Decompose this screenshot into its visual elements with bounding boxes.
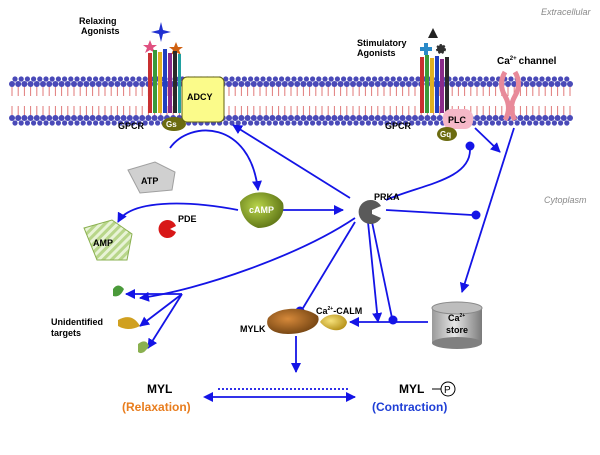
adcy-enzyme bbox=[181, 76, 225, 123]
edge-prka-inhibits-store bbox=[371, 221, 393, 319]
relaxing-agonists-group: Relaxing Agonists bbox=[79, 16, 183, 55]
edge-fan-to-target3 bbox=[147, 293, 183, 349]
ca-channel bbox=[499, 70, 521, 122]
gpcr-right-label: GPCR bbox=[385, 121, 412, 131]
stimulatory-agonists-label-line1: Stimulatory bbox=[357, 38, 407, 48]
contraction-label: (Contraction) bbox=[372, 400, 447, 414]
camp-molecule bbox=[240, 192, 284, 228]
stimulatory-agonist-cross-icon bbox=[420, 43, 432, 55]
unidentified-targets-label-line2: targets bbox=[51, 328, 81, 338]
edge-prka-inhibits-ca-pathway bbox=[385, 209, 473, 216]
relaxing-agonist-star-icon bbox=[143, 40, 157, 53]
edge-channel-to-store bbox=[459, 127, 515, 293]
phospho-circle bbox=[440, 381, 456, 397]
ca-channel-label: Ca2+channel bbox=[497, 56, 557, 67]
plc-label: PLC bbox=[448, 115, 467, 125]
edge-plc-to-channel bbox=[474, 127, 501, 153]
relaxing-agonist-star2-icon bbox=[169, 42, 183, 55]
relaxation-label: (Relaxation) bbox=[122, 400, 191, 414]
ca-store-label-line2: store bbox=[446, 325, 468, 335]
stimulatory-agonists-label-line2: Agonists bbox=[357, 48, 396, 58]
cytoplasm-label: Cytoplasm bbox=[544, 195, 587, 205]
inhibition-dot-plc bbox=[465, 141, 475, 151]
myl-relaxed-label: MYL bbox=[147, 382, 172, 396]
relaxing-agonists-label-line1: Relaxing bbox=[79, 16, 117, 26]
gs-protein bbox=[162, 117, 186, 131]
edge-atp-to-camp bbox=[169, 129, 262, 191]
gpcr-right-receptor bbox=[420, 55, 449, 113]
gq-label: Gq bbox=[440, 130, 451, 139]
edge-prka-to-ca-calm bbox=[367, 221, 383, 323]
edge-prka-to-adcy bbox=[232, 124, 351, 199]
gpcr-left-label: GPCR bbox=[118, 121, 145, 131]
ca-calm-label: Ca2+-CALM bbox=[316, 306, 362, 316]
myl-phosphorylated-label: MYL bbox=[399, 382, 424, 396]
camp-label: cAMP bbox=[249, 205, 274, 215]
stimulatory-agonist-triangle-icon bbox=[428, 28, 438, 38]
cell-membrane bbox=[9, 76, 573, 126]
gq-protein bbox=[437, 127, 457, 141]
pde-label: PDE bbox=[178, 214, 197, 224]
ca-store-label-line1: Ca2+ bbox=[448, 313, 465, 323]
amp-molecule bbox=[83, 219, 133, 261]
edge-fan-to-target2 bbox=[139, 293, 183, 327]
unidentified-targets-label-line1: Unidentified bbox=[51, 317, 103, 327]
mylk-label: MYLK bbox=[240, 324, 266, 334]
edge-prka-inhibits-plc bbox=[385, 149, 471, 201]
relaxing-agonists-label-line2: Agonists bbox=[81, 26, 120, 36]
inhibition-dot-ca-pathway bbox=[471, 210, 481, 220]
adcy-label: ADCY bbox=[187, 92, 213, 102]
inhibition-dot-store bbox=[388, 315, 398, 325]
stimulatory-agonists-group: Stimulatory Agonists bbox=[357, 28, 446, 58]
amp-label: AMP bbox=[93, 238, 113, 248]
gpcr-left-receptor bbox=[148, 49, 181, 113]
prka-label: PRKA bbox=[374, 192, 400, 202]
edge-prka-to-unidentified bbox=[139, 217, 356, 302]
pde-enzyme bbox=[158, 219, 176, 238]
unidentified-targets bbox=[113, 285, 149, 354]
phospho-label: P bbox=[444, 385, 451, 396]
extracellular-label: Extracellular bbox=[541, 7, 592, 17]
edge-prka-inhibits-mylk bbox=[302, 221, 356, 309]
gs-label: Gs bbox=[166, 120, 177, 129]
prka-kinase bbox=[358, 200, 381, 224]
mylk-kinase bbox=[267, 308, 319, 334]
relaxing-agonist-cross-icon bbox=[151, 22, 171, 42]
stimulatory-agonist-gear-icon bbox=[436, 44, 446, 54]
edge-camp-to-amp bbox=[117, 202, 239, 223]
ca-store-cylinder bbox=[431, 301, 483, 349]
plc-enzyme bbox=[443, 109, 473, 129]
ca-calm-complex bbox=[320, 314, 347, 331]
atp-molecule bbox=[127, 161, 176, 194]
atp-label: ATP bbox=[141, 176, 158, 186]
